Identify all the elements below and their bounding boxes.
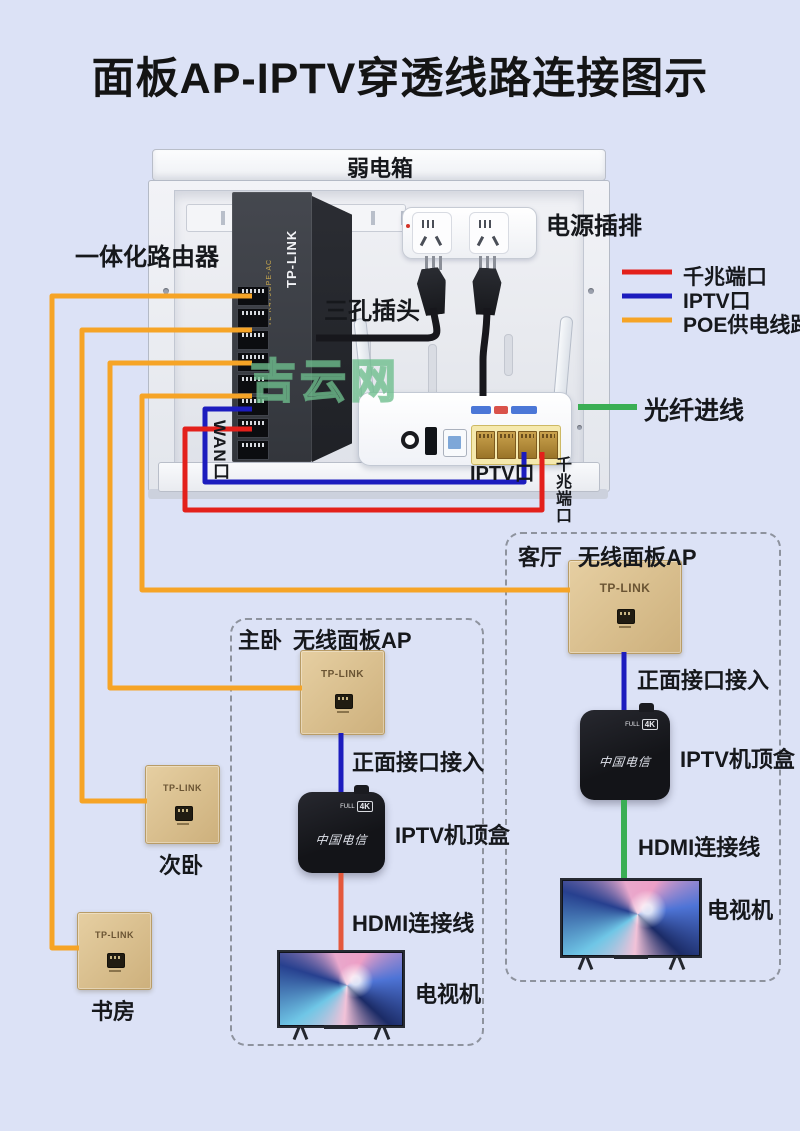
stb-label-master: IPTV机顶盒 xyxy=(395,823,510,848)
room-name-study: 书房 xyxy=(91,999,136,1024)
wan-port-label: WAN口 xyxy=(210,420,229,481)
hdmi-label-living: HDMI连接线 xyxy=(638,835,761,860)
ethernet-port-icon xyxy=(237,418,269,438)
cable-slot xyxy=(504,334,513,376)
room-name-second: 次卧 xyxy=(159,853,204,878)
modem-logo-mark xyxy=(471,406,491,414)
ap-brand-label: TP-LINK xyxy=(95,929,134,940)
plug-label: 三孔插头 xyxy=(324,298,420,325)
telecom-logo: 中国电信 xyxy=(598,755,652,770)
modem-gigabit-port-label: 千兆端口 xyxy=(553,456,570,524)
port-slot xyxy=(619,625,631,628)
tv-screen xyxy=(563,881,699,955)
tv-stand xyxy=(614,955,648,959)
stb-label-living: IPTV机顶盒 xyxy=(680,747,795,772)
port-slot xyxy=(108,969,121,972)
front-port-label-living: 正面接口接入 xyxy=(637,668,770,693)
cabinet-lid xyxy=(152,149,606,181)
front-port-label-master: 正面接口接入 xyxy=(352,750,485,775)
plug-prong xyxy=(493,256,496,270)
fiber-inlet-label: 光纤进线 xyxy=(644,397,745,425)
ap-label-master: 无线面板AP xyxy=(293,628,412,653)
ap-brand-label: TP-LINK xyxy=(163,782,202,793)
plug-prong xyxy=(439,256,442,270)
telecom-logo: 中国电信 xyxy=(314,832,369,847)
switch-brand-label: TP-LINK xyxy=(284,229,299,288)
stb-tab xyxy=(639,703,654,712)
ethernet-port-icon xyxy=(617,608,635,624)
power-strip xyxy=(402,207,537,259)
tv-label-living: 电视机 xyxy=(707,898,774,923)
socket-icon xyxy=(469,212,509,254)
cable-slot xyxy=(428,344,437,396)
lan-port-icon xyxy=(476,431,495,459)
screw-icon xyxy=(577,425,582,430)
ethernet-port-icon xyxy=(237,308,269,328)
ap-brand-label: TP-LINK xyxy=(321,669,364,681)
legend-iptv-label: IPTV口 xyxy=(683,290,751,313)
iptv-stb-master: FULL 4K 中国电信 xyxy=(298,785,385,873)
socket-icon xyxy=(412,212,452,254)
screw-icon xyxy=(588,288,594,294)
lan-port-icon xyxy=(518,431,537,459)
ethernet-port-icon xyxy=(237,440,269,460)
ap-panel-second: TP-LINK xyxy=(145,765,220,844)
switch-side xyxy=(312,196,352,462)
plug-prong xyxy=(425,256,428,270)
cabinet-label: 弱电箱 xyxy=(347,156,414,181)
hdmi-label-master: HDMI连接线 xyxy=(352,911,475,936)
tv-foot-icon xyxy=(670,957,683,970)
full-label: FULL xyxy=(625,721,640,728)
ethernet-port-icon xyxy=(237,286,269,306)
ethernet-port-icon xyxy=(174,806,193,822)
modem-iptv-port-label: IPTV口 xyxy=(470,463,535,485)
4k-badge: FULL 4K xyxy=(625,719,658,730)
tv-label-master: 电视机 xyxy=(415,982,482,1007)
tv-foot-icon xyxy=(294,1027,307,1040)
plug-prong xyxy=(479,256,482,270)
ap-brand-label: TP-LINK xyxy=(599,581,651,596)
legend-poe-label: POE供电线路 xyxy=(683,314,800,337)
ap-label-living: 无线面板AP xyxy=(578,545,697,570)
room-box-living xyxy=(505,532,781,982)
plug-prong xyxy=(486,256,489,270)
watermark: 吉云网 xyxy=(249,354,400,408)
poe-router-switch: TP-LINK TL-R479GPE-AC xyxy=(232,192,312,462)
ap-panel-living: TP-LINK xyxy=(568,560,682,654)
port-slot xyxy=(336,711,349,714)
plug-prong xyxy=(432,256,435,270)
tv-foot-icon xyxy=(375,1027,388,1040)
port-slot xyxy=(176,823,189,826)
ap-panel-study: TP-LINK xyxy=(77,912,152,990)
router-label: 一体化路由器 xyxy=(75,244,219,271)
iptv-stb-living: FULL 4K 中国电信 xyxy=(580,703,670,800)
page-title: 面板AP-IPTV穿透线路连接图示 xyxy=(91,55,709,103)
full-label: FULL xyxy=(340,803,355,810)
ethernet-port-icon xyxy=(106,952,125,968)
4k-label: 4K xyxy=(356,801,373,812)
screw-icon xyxy=(163,288,169,294)
tv-foot-icon xyxy=(579,957,592,970)
4k-label: 4K xyxy=(641,719,658,730)
tv-screen xyxy=(280,953,402,1025)
lan-port-icon xyxy=(497,431,516,459)
room-name-master: 主卧 xyxy=(238,628,283,653)
phone-port-icon xyxy=(443,429,467,457)
4k-badge: FULL 4K xyxy=(340,801,373,812)
power-switch-icon xyxy=(425,427,437,455)
tv-living xyxy=(560,878,702,959)
tv-stand xyxy=(324,1025,358,1029)
power-indicator xyxy=(406,224,410,228)
stb-tab xyxy=(354,785,369,794)
ap-panel-master: TP-LINK xyxy=(300,650,385,735)
tv-master xyxy=(277,950,405,1029)
modem-logo-mark xyxy=(494,406,508,414)
room-name-living: 客厅 xyxy=(518,545,563,570)
modem-logo-mark xyxy=(511,406,537,414)
power-jack-icon xyxy=(401,431,419,449)
power-strip-label: 电源插排 xyxy=(546,213,642,240)
ethernet-port-icon xyxy=(334,694,353,710)
legend-gigabit-label: 千兆端口 xyxy=(683,266,767,289)
lan-port-icon xyxy=(539,431,558,459)
